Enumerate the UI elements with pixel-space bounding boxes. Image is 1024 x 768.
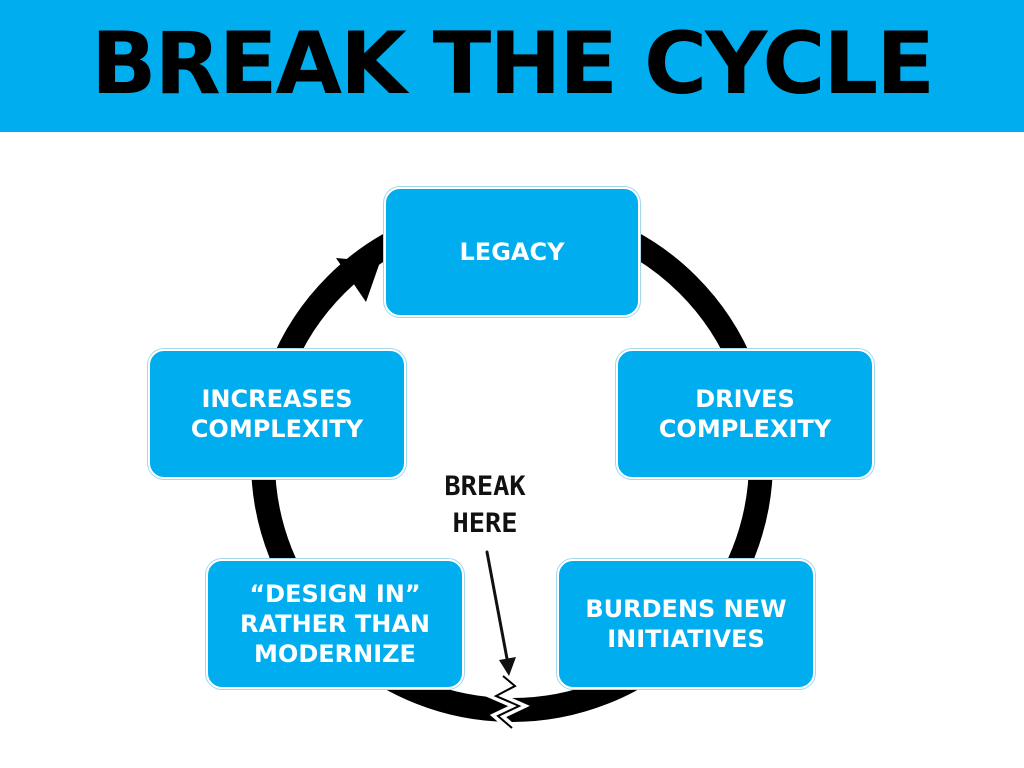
cycle-arrowhead bbox=[336, 258, 380, 302]
node-design-in-rather-than-modernize: “DESIGN IN” RATHER THAN MODERNIZE bbox=[206, 559, 464, 689]
break-here-callout: BREAK HERE bbox=[444, 471, 526, 539]
node-drives-complexity: DRIVES COMPLEXITY bbox=[616, 349, 874, 479]
node-increases-complexity: INCREASES COMPLEXITY bbox=[148, 349, 406, 479]
slide-title: BREAK THE CYCLE bbox=[91, 14, 935, 114]
title-banner: BREAK THE CYCLE bbox=[0, 0, 1024, 132]
callout-arrow-line bbox=[485, 550, 510, 666]
callout-arrowhead bbox=[499, 657, 516, 676]
node-legacy: LEGACY bbox=[384, 187, 640, 317]
node-burdens-new-initiatives: BURDENS NEW INITIATIVES bbox=[557, 559, 815, 689]
break-mark-outline bbox=[493, 675, 522, 729]
